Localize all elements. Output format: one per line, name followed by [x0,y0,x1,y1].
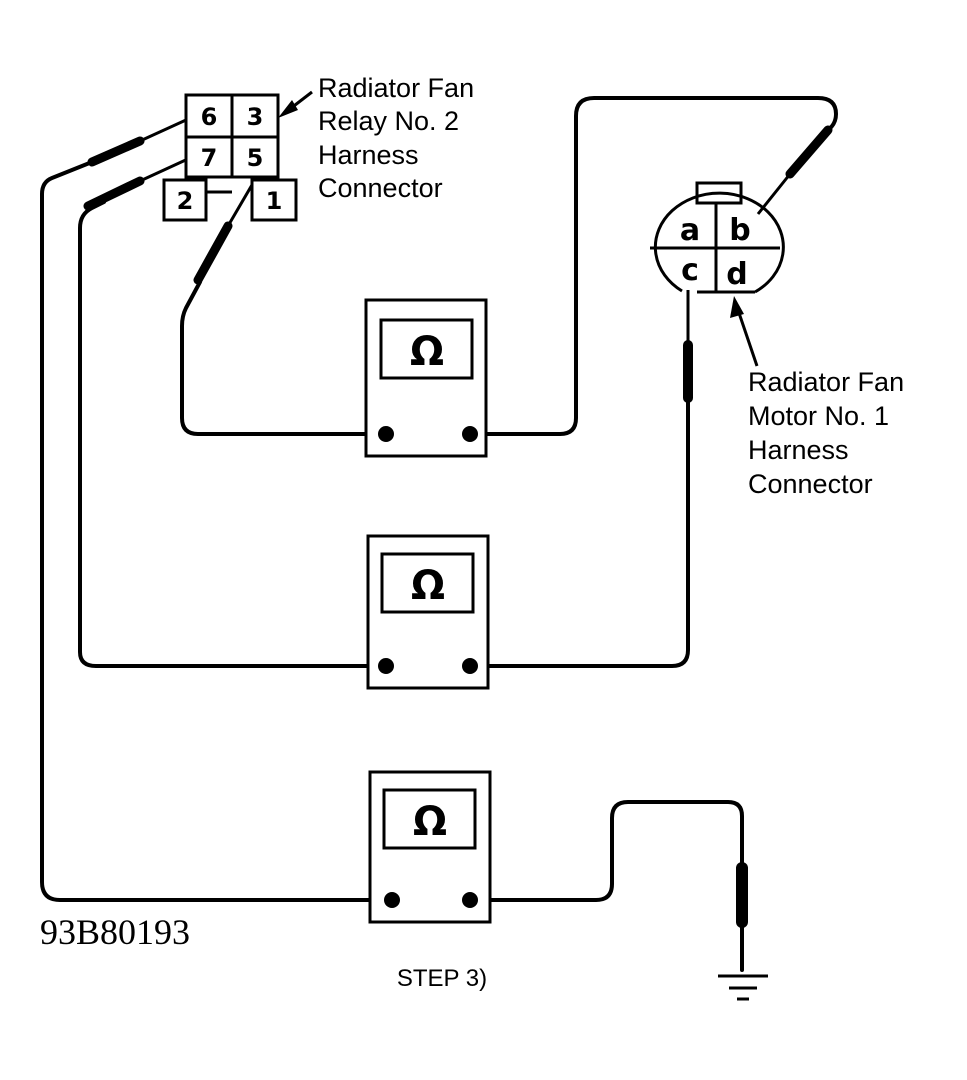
terminal [462,658,478,674]
relay-harness-connector: 6 3 7 5 2 1 [162,93,298,222]
terminal [378,658,394,674]
ohm-icon: Ω [410,329,444,375]
motor-harness-connector: a b c d [650,181,785,294]
pin-2-cell [162,178,208,222]
terminal [462,426,478,442]
pin-label: 7 [201,144,218,172]
wire-meter3-to-ground [468,800,744,972]
svg-text:Relay No. 2: Relay No. 2 [318,106,459,136]
ohmmeter-2: Ω [366,534,490,690]
pin-label: b [729,213,750,248]
ohm-icon: Ω [413,799,447,845]
wire-pin6-to-meter3 [40,160,392,902]
pin-label: a [680,213,700,248]
relay-label-arrow-icon [278,90,313,118]
pin-label: c [681,253,699,288]
terminal [384,892,400,908]
svg-text:Connector: Connector [318,173,443,203]
svg-text:Radiator Fan: Radiator Fan [318,73,474,103]
probe-pin6 [87,118,187,167]
svg-text:Radiator Fan: Radiator Fan [748,367,904,397]
ohmmeter-3: Ω [368,770,492,924]
wire-pin7-to-meter2 [78,200,386,668]
step-label: STEP 3) [397,965,487,992]
probe-pin7 [83,156,191,211]
motor-label-arrow-icon [730,296,759,367]
probe-pin-b [756,125,833,215]
wire-pin5-to-meter1 [180,280,386,436]
svg-text:Connector: Connector [748,469,873,499]
ohm-icon: Ω [411,563,445,609]
pin-label: 1 [266,187,283,215]
wire-meter1-to-pinb [468,96,838,436]
terminal [462,892,478,908]
svg-text:Motor No. 1: Motor No. 1 [748,401,889,431]
svg-text:Harness: Harness [318,140,419,170]
figure-id: 93B80193 [40,912,190,952]
terminal [378,426,394,442]
svg-text:Harness: Harness [748,435,849,465]
relay-connector-label: Radiator Fan Relay No. 2 Harness Connect… [318,73,474,203]
ground-icon [718,974,768,1001]
pin-label: 5 [247,144,264,172]
pin-1-cell [250,178,298,222]
pin-label: 2 [177,187,194,215]
pin-label: d [726,257,747,292]
pin-label: 3 [247,103,264,131]
ohmmeter-1: Ω [364,298,488,458]
wire-meter2-to-pinc [468,396,690,668]
pin-label: 6 [201,103,218,131]
motor-connector-label: Radiator Fan Motor No. 1 Harness Connect… [748,367,904,499]
pin-5-cell [230,135,280,179]
